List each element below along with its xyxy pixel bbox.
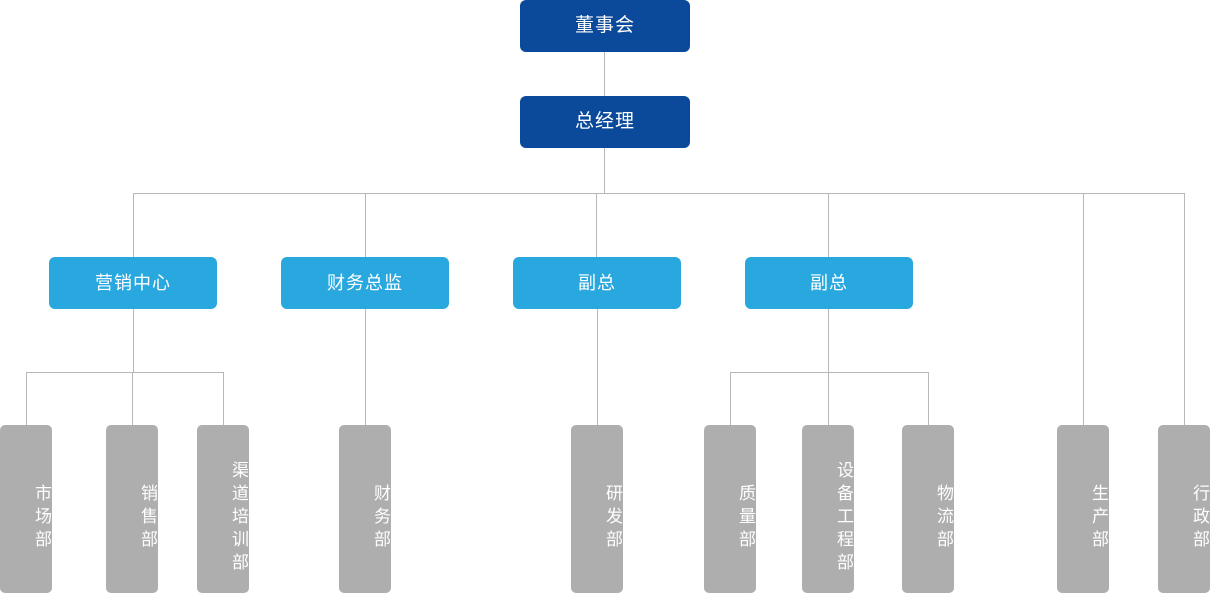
connector-gm-stem [604, 148, 605, 193]
connector-to-channel-training-dept [223, 372, 224, 425]
connector-bus-to-vice-president-2 [828, 193, 829, 257]
node-administration-dept[interactable]: 行政部 [1158, 425, 1210, 593]
connector-marketing-center-bus [26, 372, 224, 373]
node-board[interactable]: 董事会 [520, 0, 690, 52]
node-vice-president-1[interactable]: 副总 [513, 257, 681, 309]
connector-bus-to-vice-president-1 [596, 193, 597, 257]
connector-bus-to-administration-dept [1184, 193, 1185, 425]
connector-to-market-dept [26, 372, 27, 425]
connector-to-equipment-engineering-dept [828, 372, 829, 425]
connector-board-to-gm [604, 52, 605, 96]
node-finance-director[interactable]: 财务总监 [281, 257, 449, 309]
node-production-dept[interactable]: 生产部 [1057, 425, 1109, 593]
node-logistics-dept[interactable]: 物流部 [902, 425, 954, 593]
node-general-manager[interactable]: 总经理 [520, 96, 690, 148]
node-sales-dept[interactable]: 销售部 [106, 425, 158, 593]
node-marketing-center[interactable]: 营销中心 [49, 257, 217, 309]
connector-to-rd-dept [597, 309, 598, 425]
connector-marketing-center-stem [133, 309, 134, 372]
connector-vice-president-2-bus [730, 372, 929, 373]
node-vice-president-2[interactable]: 副总 [745, 257, 913, 309]
node-quality-dept[interactable]: 质量部 [704, 425, 756, 593]
connector-to-logistics-dept [928, 372, 929, 425]
connector-to-sales-dept [132, 372, 133, 425]
connector-to-finance-dept [365, 309, 366, 425]
connector-to-quality-dept [730, 372, 731, 425]
connector-bus-to-marketing-center [133, 193, 134, 257]
connector-main-bus [133, 193, 1184, 194]
node-channel-training-dept[interactable]: 渠道培训部 [197, 425, 249, 593]
node-finance-dept[interactable]: 财务部 [339, 425, 391, 593]
connector-bus-to-finance-director [365, 193, 366, 257]
connector-vice-president-2-stem [828, 309, 829, 372]
node-rd-dept[interactable]: 研发部 [571, 425, 623, 593]
node-equipment-engineering-dept[interactable]: 设备工程部 [802, 425, 854, 593]
connector-bus-to-production-dept [1083, 193, 1084, 425]
node-market-dept[interactable]: 市场部 [0, 425, 52, 593]
